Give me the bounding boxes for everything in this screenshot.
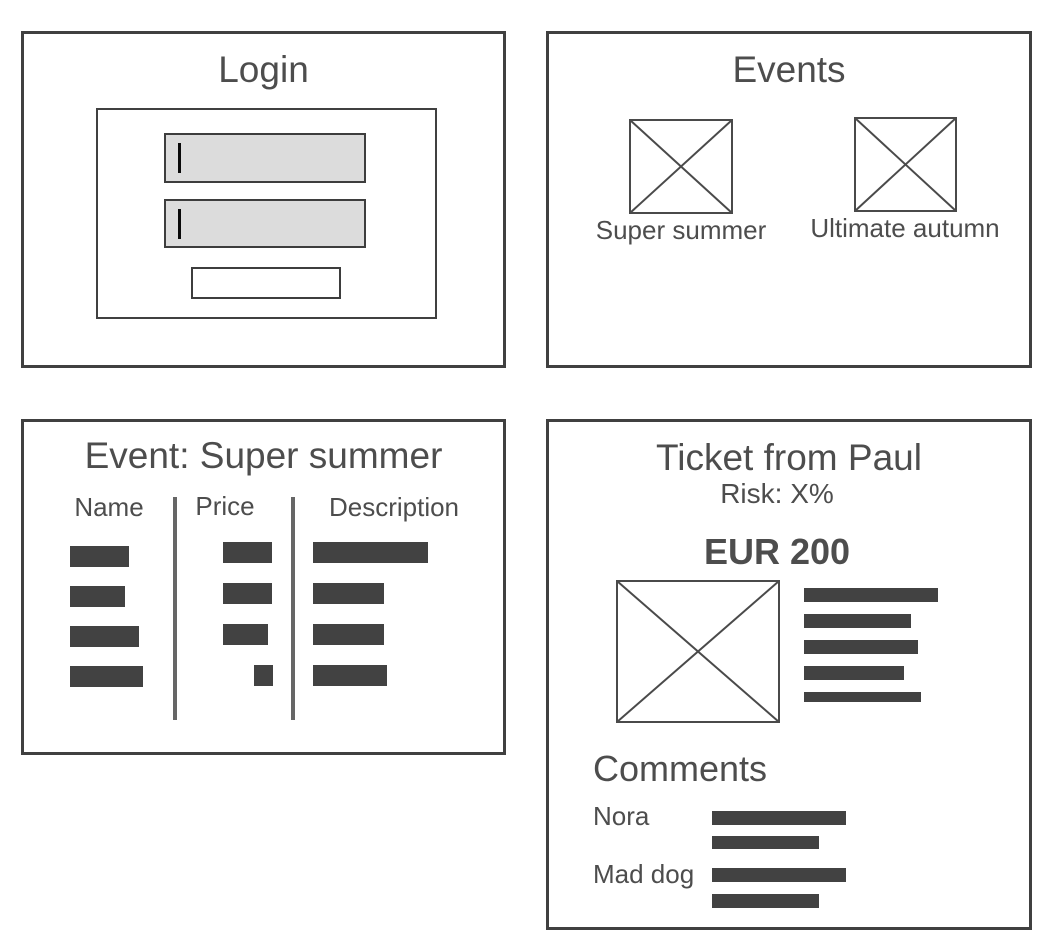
redacted-text-bar [313,665,387,686]
redacted-text-bar [70,586,125,607]
ticket-panel: Ticket from Paul Risk: X% EUR 200 Commen… [546,419,1032,930]
events-title: Events [732,49,846,90]
redacted-text-bar [712,894,819,908]
price-column-bars [223,542,273,686]
redacted-text-bar [804,692,921,702]
redacted-text-bar [712,836,819,849]
column-header-price: Price [195,491,255,521]
redacted-text-bar [313,624,384,645]
ticket-image-placeholder-icon [616,580,780,723]
redacted-text-bar [223,624,268,645]
redacted-text-bar [313,542,428,563]
redacted-text-bar [804,588,938,602]
ticket-price-label: EUR 200 [703,531,851,572]
event-card-ultimate-autumn[interactable]: Ultimate autumn [801,117,1009,241]
comment-row: Nora [593,803,893,853]
password-input[interactable] [164,199,366,248]
redacted-text-bar [804,614,911,628]
event-card-super-summer[interactable]: Super summer [577,119,785,243]
comment-author: Nora [593,801,650,831]
login-panel: Login [21,31,506,368]
redacted-text-bar [313,583,384,604]
ticket-risk-label: Risk: X% [720,478,834,509]
redacted-text-bar [804,666,904,680]
redacted-text-bar [70,626,139,647]
redacted-text-bar [223,542,272,563]
redacted-text-bar [804,640,918,654]
comments-heading: Comments [593,748,768,789]
redacted-text-bar [223,583,272,604]
ticket-description-bars [804,588,938,702]
column-header-name: Name [74,492,144,522]
image-placeholder-icon [853,117,957,212]
ticket-title: Ticket from Paul [656,437,922,478]
event-card-label: Ultimate autumn [810,213,1000,243]
description-column-bars [313,542,428,686]
event-detail-title: Event: Super summer [84,435,443,476]
column-divider [173,497,177,720]
redacted-text-bar [70,546,129,567]
name-column-bars [70,546,143,687]
text-cursor [178,209,181,239]
redacted-text-bar [712,868,846,882]
redacted-text-bar [70,666,143,687]
event-card-label: Super summer [595,215,767,245]
redacted-text-bar [712,811,846,825]
login-title: Login [218,49,309,90]
comment-author: Mad dog [593,859,695,889]
redacted-text-bar [254,665,273,686]
comment-bars [712,811,846,849]
login-button[interactable] [191,267,341,299]
column-divider [291,497,295,720]
image-placeholder-icon [629,119,733,214]
comment-row: Mad dog [593,861,893,911]
text-cursor [178,143,181,173]
events-panel: Events Super summer Ultimate autumn [546,31,1032,368]
event-detail-panel: Event: Super summer Name Price Descripti… [21,419,506,755]
login-form-box [96,108,437,319]
comment-bars [712,868,846,908]
column-header-description: Description [328,492,460,522]
username-input[interactable] [164,133,366,183]
